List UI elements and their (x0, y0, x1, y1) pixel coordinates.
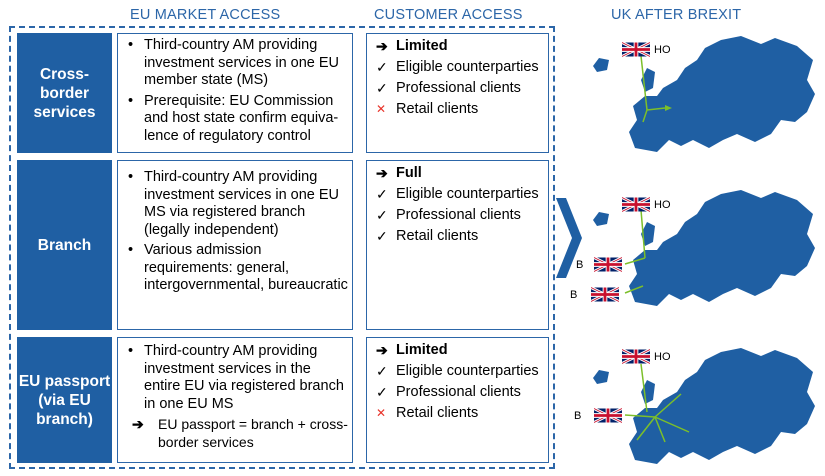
bullet-icon: • (128, 92, 134, 109)
access-level-text: Limited (396, 38, 448, 54)
access-level: ➔ Limited (370, 342, 545, 359)
customer-box-branch: ➔ Full ✓ Eligible counterparties ✓ Professi… (366, 160, 549, 330)
client-item: ✓ Eligible counterparties (370, 186, 545, 203)
client-item: ✕ Retail clients (370, 405, 545, 422)
europe-map-branch (593, 190, 815, 306)
client-item: ✓ Retail clients (370, 228, 545, 245)
market-bullet: • Third-country AM providing investment s… (122, 37, 348, 90)
map-label-branch: B (576, 259, 584, 271)
client-label: Eligible counterparties (396, 363, 539, 379)
chevron-right-icon (556, 198, 582, 278)
market-bullet: • Third-country AM providing investment s… (122, 343, 348, 413)
client-item: ✓ Professional clients (370, 80, 545, 97)
check-icon: ✓ (376, 186, 388, 202)
market-text: Prerequisite: EU Commission and host sta… (144, 92, 339, 144)
market-text: Third-country AM providing investment se… (144, 343, 344, 412)
client-item: ✓ Eligible counterparties (370, 363, 545, 380)
map-label-ho: HO (654, 199, 671, 211)
bullet-icon: • (128, 242, 134, 258)
header-eu-market-access: EU MARKET ACCESS (130, 7, 281, 23)
uk-flag-icon (594, 257, 622, 272)
check-icon: ✓ (376, 228, 388, 244)
client-label: Retail clients (396, 101, 479, 117)
client-label: Retail clients (396, 228, 479, 244)
access-level: ➔ Full (370, 165, 545, 182)
market-text: Various admission requirements: general,… (144, 242, 348, 293)
uk-flag-icon (622, 349, 650, 364)
client-item: ✓ Professional clients (370, 384, 545, 401)
client-label: Professional clients (396, 80, 521, 96)
market-bullet: • Various admission requirements: general… (122, 242, 348, 295)
market-bullet: • Third-country AM providing investment s… (122, 169, 348, 239)
market-box-eu-passport: • Third-country AM providing investment s… (117, 337, 353, 463)
client-item: ✕ Retail clients (370, 101, 545, 118)
market-text: Third-country AM providing investment se… (144, 37, 340, 88)
bullet-icon: • (128, 37, 134, 53)
market-text: Third-country AM providing investment se… (144, 169, 340, 238)
map-label-branch: B (574, 410, 582, 422)
client-label: Professional clients (396, 384, 521, 400)
access-level: ➔ Limited (370, 38, 545, 55)
map-label-ho: HO (654, 351, 671, 363)
client-label: Retail clients (396, 405, 479, 421)
client-label: Professional clients (396, 207, 521, 223)
arrow-right-icon: ➔ (376, 38, 388, 54)
uk-flag-icon (591, 287, 619, 302)
client-item: ✓ Professional clients (370, 207, 545, 224)
row-label-text: Branch (37, 236, 92, 254)
bullet-icon: • (128, 343, 134, 359)
access-level-text: Full (396, 165, 422, 181)
uk-flag-icon (622, 42, 650, 57)
row-label-text: EU passport (via EU branch) (18, 372, 111, 428)
row-label-eu-passport: EU passport (via EU branch) (17, 337, 112, 463)
cross-icon: ✕ (376, 406, 387, 420)
check-icon: ✓ (376, 207, 388, 223)
uk-flag-icon (622, 197, 650, 212)
row-label-text: Cross- border services (33, 65, 96, 121)
access-level-text: Limited (396, 342, 448, 358)
cross-icon: ✕ (376, 102, 387, 116)
check-icon: ✓ (376, 363, 388, 379)
customer-box-cross-border: ➔ Limited ✓ Eligible counterparties ✓ Profe… (366, 33, 549, 153)
arrow-right-icon: ➔ (376, 342, 388, 358)
bullet-icon: • (128, 169, 134, 185)
map-label-ho: HO (654, 44, 671, 56)
header-customer-access: CUSTOMER ACCESS (374, 7, 523, 23)
client-item: ✓ Eligible counterparties (370, 59, 545, 76)
client-label: Eligible counterparties (396, 186, 539, 202)
arrow-right-icon: ➔ (376, 165, 388, 181)
eu-access-frame (9, 26, 555, 469)
header-uk-after-brexit: UK AFTER BREXIT (611, 7, 742, 23)
row-label-cross-border: Cross- border services (17, 33, 112, 153)
market-text: EU passport = branch + cross-border serv… (158, 416, 348, 450)
map-label-branch: B (570, 289, 578, 301)
europe-map-cross-border (593, 36, 815, 152)
row-label-branch: Branch (17, 160, 112, 330)
check-icon: ✓ (376, 384, 388, 400)
check-icon: ✓ (376, 80, 388, 96)
arrow-right-icon: ➔ (132, 416, 144, 432)
market-sub-point: ➔ EU passport = branch + cross-border ser… (122, 416, 348, 451)
customer-box-eu-passport: ➔ Limited ✓ Eligible counterparties ✓ Profe… (366, 337, 549, 463)
market-bullet: • Prerequisite: EU Commission and host st… (122, 93, 348, 146)
uk-flag-icon (594, 408, 622, 423)
check-icon: ✓ (376, 59, 388, 75)
market-box-cross-border: • Third-country AM providing investment s… (117, 33, 353, 153)
market-box-branch: • Third-country AM providing investment s… (117, 160, 353, 330)
europe-map-eu-passport (593, 348, 815, 464)
client-label: Eligible counterparties (396, 59, 539, 75)
